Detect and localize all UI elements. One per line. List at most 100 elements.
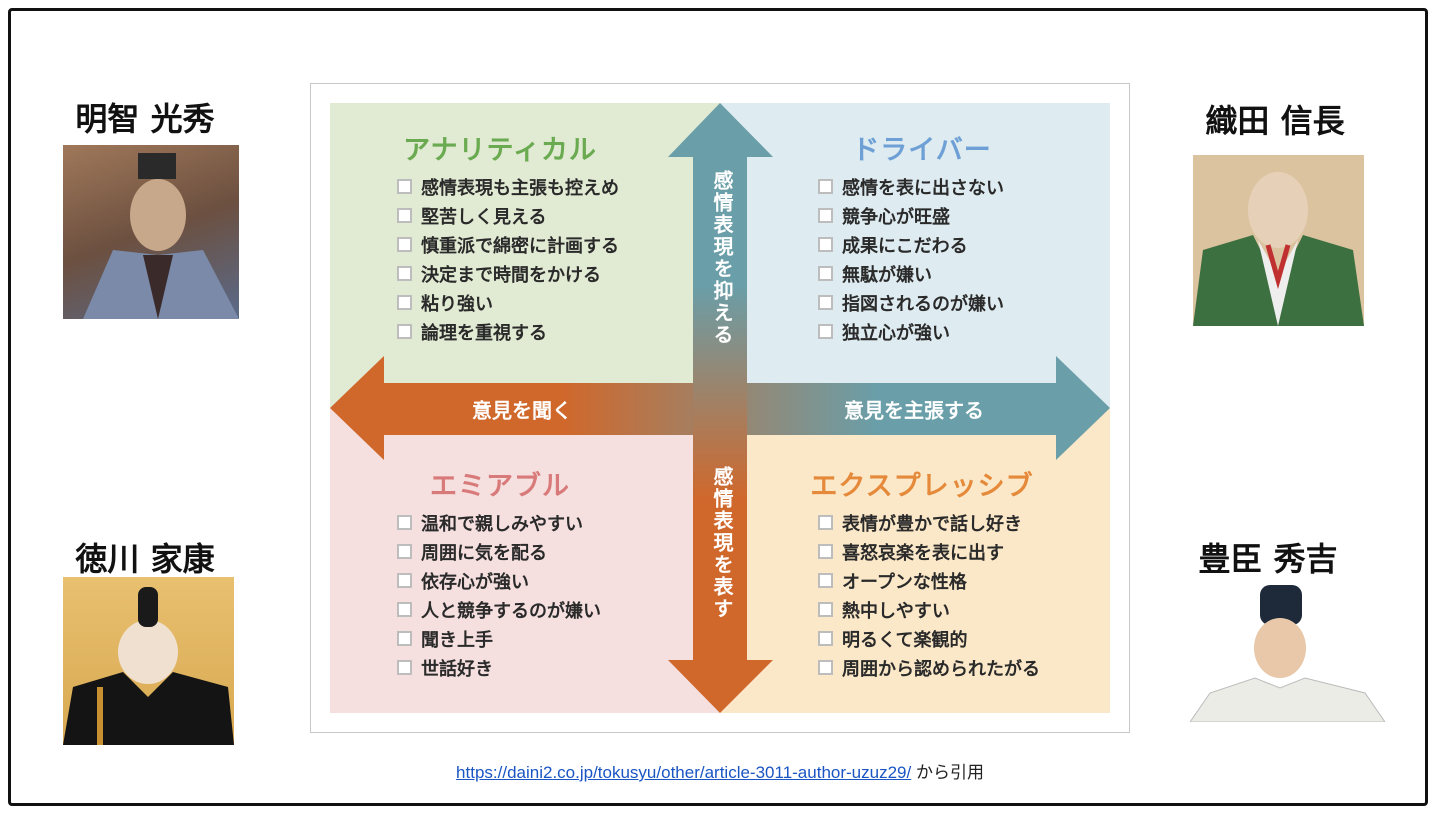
item-text: 感情を表に出さない — [842, 177, 1004, 199]
amiable-list: 温和で親しみやすい 周囲に気を配る 依存心が強い 人と競争するのが嫌い 聞き上手… — [397, 508, 601, 682]
expressive-list: 表情が豊かで話し好き 喜怒哀楽を表に出す オープンな性格 熱中しやすい 明るくて… — [818, 508, 1040, 682]
list-item: 周囲に気を配る — [397, 537, 601, 566]
quadrant-amiable-bg — [330, 408, 720, 713]
list-item: 慎重派で綿密に計画する — [397, 230, 619, 259]
checkbox — [818, 208, 833, 223]
source-link[interactable]: https://daini2.co.jp/tokusyu/other/artic… — [456, 763, 912, 782]
list-item: 指図されるのが嫌い — [818, 288, 1004, 317]
checkbox — [397, 602, 412, 617]
checkbox — [397, 295, 412, 310]
list-item: 熱中しやすい — [818, 595, 1040, 624]
name-oda-nobunaga: 織田 信長 — [1205, 102, 1345, 140]
checkbox — [397, 208, 412, 223]
item-text: 論理を重視する — [421, 322, 547, 344]
quadrant-driver-bg — [720, 103, 1110, 408]
quadrant-title-driver: ドライバー — [852, 135, 992, 166]
axis-label-listen: 意見を聞く — [472, 398, 572, 423]
checkbox — [397, 266, 412, 281]
list-item: 明るくて楽観的 — [818, 624, 1040, 653]
item-text: 独立心が強い — [842, 322, 950, 344]
item-text: 無駄が嫌い — [842, 264, 932, 286]
portrait-toyotomi-hideyoshi — [1190, 583, 1385, 722]
citation: https://daini2.co.jp/tokusyu/other/artic… — [0, 758, 1440, 783]
driver-list: 感情を表に出さない 競争心が旺盛 成果にこだわる 無駄が嫌い 指図されるのが嫌い… — [818, 172, 1004, 346]
checkbox — [397, 237, 412, 252]
checkbox — [397, 573, 412, 588]
item-text: 粘り強い — [421, 293, 493, 315]
checkbox — [397, 179, 412, 194]
item-text: 成果にこだわる — [842, 235, 968, 257]
citation-suffix: から引用 — [911, 763, 984, 782]
list-item: 温和で親しみやすい — [397, 508, 601, 537]
list-item: 論理を重視する — [397, 317, 619, 346]
list-item: 人と競争するのが嫌い — [397, 595, 601, 624]
analytical-list: 感情表現も主張も控えめ 堅苦しく見える 慎重派で綿密に計画する 決定まで時間をか… — [397, 172, 619, 346]
item-text: 慎重派で綿密に計画する — [421, 235, 619, 257]
item-text: 喜怒哀楽を表に出す — [842, 542, 1004, 564]
checkbox — [397, 660, 412, 675]
checkbox — [397, 544, 412, 559]
list-item: 無駄が嫌い — [818, 259, 1004, 288]
checkbox — [397, 631, 412, 646]
quadrant-analytical-bg — [330, 103, 720, 408]
diagram-frame — [310, 83, 1130, 733]
list-item: 依存心が強い — [397, 566, 601, 595]
checkbox — [818, 515, 833, 530]
checkbox — [818, 660, 833, 675]
list-item: 成果にこだわる — [818, 230, 1004, 259]
list-item: 喜怒哀楽を表に出す — [818, 537, 1040, 566]
item-text: オープンな性格 — [842, 571, 967, 593]
checkbox — [818, 237, 833, 252]
checkbox — [818, 324, 833, 339]
portrait-oda-nobunaga — [1193, 155, 1364, 326]
item-text: 表情が豊かで話し好き — [842, 513, 1022, 535]
list-item: 独立心が強い — [818, 317, 1004, 346]
quadrant-title-amiable: エミアブル — [430, 471, 570, 502]
list-item: 感情を表に出さない — [818, 172, 1004, 201]
quadrant-title-analytical: アナリティカル — [403, 135, 597, 166]
list-item: 聞き上手 — [397, 624, 601, 653]
list-item: 粘り強い — [397, 288, 619, 317]
item-text: 明るくて楽観的 — [842, 629, 968, 651]
item-text: 周囲から認められたがる — [842, 658, 1040, 680]
list-item: オープンな性格 — [818, 566, 1040, 595]
item-text: 指図されるのが嫌い — [842, 293, 1004, 315]
item-text: 決定まで時間をかける — [421, 264, 601, 286]
list-item: 競争心が旺盛 — [818, 201, 1004, 230]
checkbox — [397, 324, 412, 339]
item-text: 世話好き — [421, 658, 493, 680]
item-text: 感情表現も主張も控えめ — [421, 177, 619, 199]
item-text: 聞き上手 — [421, 629, 493, 651]
item-text: 人と競争するのが嫌い — [421, 600, 601, 622]
quadrant-title-expressive: エクスプレッシブ — [810, 471, 1034, 502]
checkbox — [818, 179, 833, 194]
item-text: 熱中しやすい — [842, 600, 950, 622]
checkbox — [818, 266, 833, 281]
checkbox — [818, 544, 833, 559]
vertical-arrow — [668, 103, 773, 713]
checkbox — [818, 631, 833, 646]
list-item: 世話好き — [397, 653, 601, 682]
portrait-tokugawa-ieyasu — [63, 577, 234, 745]
item-text: 堅苦しく見える — [421, 206, 547, 228]
list-item: 周囲から認められたがる — [818, 653, 1040, 682]
name-tokugawa-ieyasu: 徳川 家康 — [75, 540, 215, 578]
quadrant-expressive-bg — [720, 408, 1110, 713]
name-toyotomi-hideyoshi: 豊臣 秀吉 — [1198, 540, 1338, 578]
list-item: 感情表現も主張も控えめ — [397, 172, 619, 201]
item-text: 競争心が旺盛 — [842, 206, 950, 228]
checkbox — [818, 573, 833, 588]
list-item: 決定まで時間をかける — [397, 259, 619, 288]
name-akechi-mitsuhide: 明智 光秀 — [75, 100, 215, 138]
item-text: 周囲に気を配る — [421, 542, 547, 564]
portrait-akechi-mitsuhide — [63, 145, 239, 319]
axis-label-suppress-emotion: 感情表現を抑える — [710, 170, 734, 346]
checkbox — [818, 295, 833, 310]
item-text: 温和で親しみやすい — [421, 513, 583, 535]
list-item: 堅苦しく見える — [397, 201, 619, 230]
slide-border — [8, 8, 1428, 806]
axis-label-express-emotion: 感情表現を表す — [710, 466, 734, 620]
checkbox — [397, 515, 412, 530]
list-item: 表情が豊かで話し好き — [818, 508, 1040, 537]
